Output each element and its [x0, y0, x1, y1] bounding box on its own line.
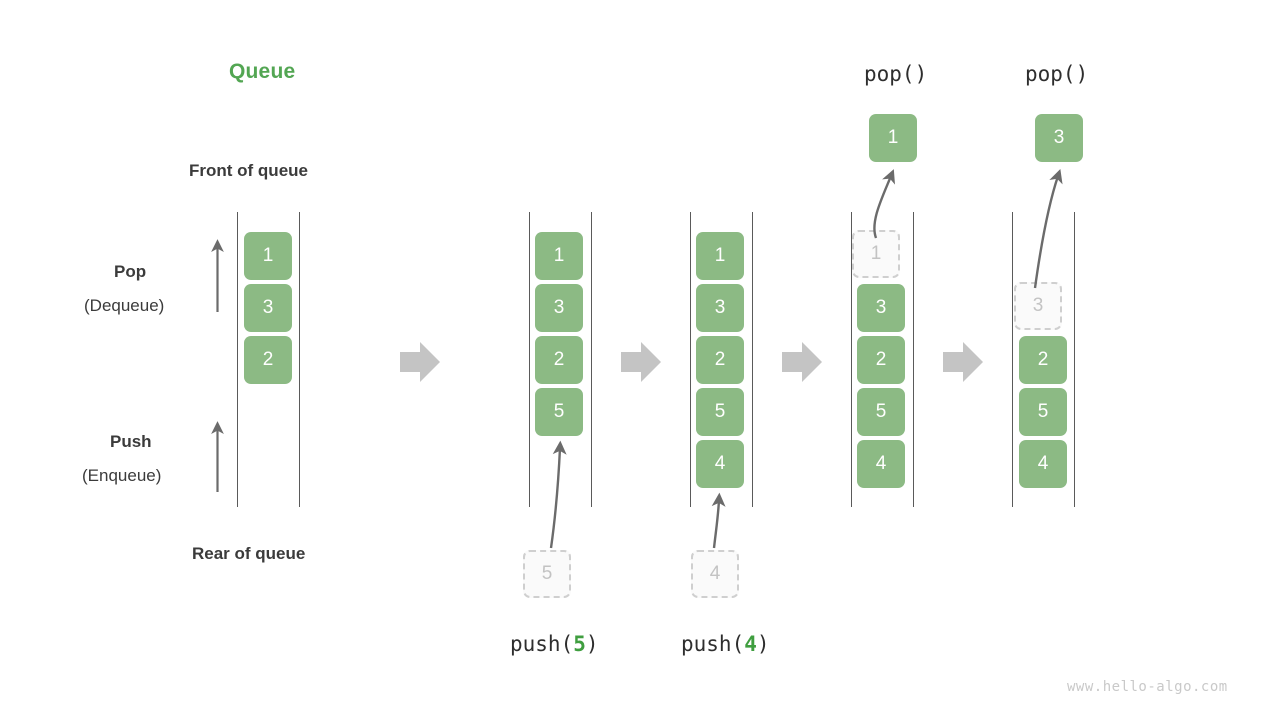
queue-rail-right-col1 [299, 212, 300, 507]
push-4-arrow [711, 492, 726, 549]
queue-cell: 2 [244, 336, 292, 384]
enqueue-label: (Enqueue) [82, 466, 162, 485]
step-arrow [400, 342, 440, 382]
queue-cell: 3 [244, 284, 292, 332]
step-arrow [621, 342, 661, 382]
queue-cell: 4 [696, 440, 744, 488]
queue-rail-right-col2 [591, 212, 592, 507]
popped-element: 3 [1035, 114, 1083, 162]
step-arrow [782, 342, 822, 382]
queue-rail-left-col2 [529, 212, 530, 507]
queue-cell: 4 [1019, 440, 1067, 488]
push-arg: 5 [573, 632, 586, 656]
queue-rail-right-col3 [752, 212, 753, 507]
queue-cell-ghost: 1 [852, 230, 900, 278]
popped-element: 1 [869, 114, 917, 162]
queue-cell: 2 [1019, 336, 1067, 384]
queue-cell: 3 [857, 284, 905, 332]
queue-cell: 1 [696, 232, 744, 280]
pop-caption-col5: pop() [1025, 62, 1089, 86]
page-title: Queue [229, 60, 296, 83]
step-arrow [943, 342, 983, 382]
queue-cell: 1 [535, 232, 583, 280]
queue-cell: 2 [857, 336, 905, 384]
pop-label: Pop [114, 262, 147, 281]
incoming-element-ghost: 5 [523, 550, 571, 598]
push-4-caption: push(4) [681, 632, 770, 656]
watermark: www.hello-algo.com [1067, 679, 1228, 695]
queue-rail-left-col1 [237, 212, 238, 507]
queue-rail-right-col4 [913, 212, 914, 507]
queue-cell: 4 [857, 440, 905, 488]
push-5-arrow [549, 440, 567, 549]
queue-cell-ghost: 3 [1014, 282, 1062, 330]
queue-cell: 5 [535, 388, 583, 436]
push-fn-name: push [510, 632, 561, 656]
queue-rail-right-col5 [1074, 212, 1075, 507]
push-arg: 4 [744, 632, 757, 656]
rear-of-queue-label: Rear of queue [192, 544, 306, 563]
front-of-queue-label: Front of queue [189, 161, 308, 180]
dequeue-label: (Dequeue) [84, 296, 165, 315]
pop-1-arrow [873, 169, 895, 239]
queue-cell: 5 [1019, 388, 1067, 436]
queue-cell: 3 [696, 284, 744, 332]
queue-cell: 2 [696, 336, 744, 384]
queue-rail-left-col4 [851, 212, 852, 507]
pop-caption-col4: pop() [864, 62, 928, 86]
queue-cell: 5 [857, 388, 905, 436]
push-label: Push [110, 432, 152, 451]
incoming-element-ghost: 4 [691, 550, 739, 598]
queue-cell: 2 [535, 336, 583, 384]
queue-cell: 3 [535, 284, 583, 332]
queue-cell: 5 [696, 388, 744, 436]
pop-3-arrow [1033, 168, 1063, 289]
push-5-caption: push(5) [510, 632, 599, 656]
queue-rail-left-col5 [1012, 212, 1013, 507]
queue-cell: 1 [244, 232, 292, 280]
push-fn-name: push [681, 632, 732, 656]
queue-rail-left-col3 [690, 212, 691, 507]
